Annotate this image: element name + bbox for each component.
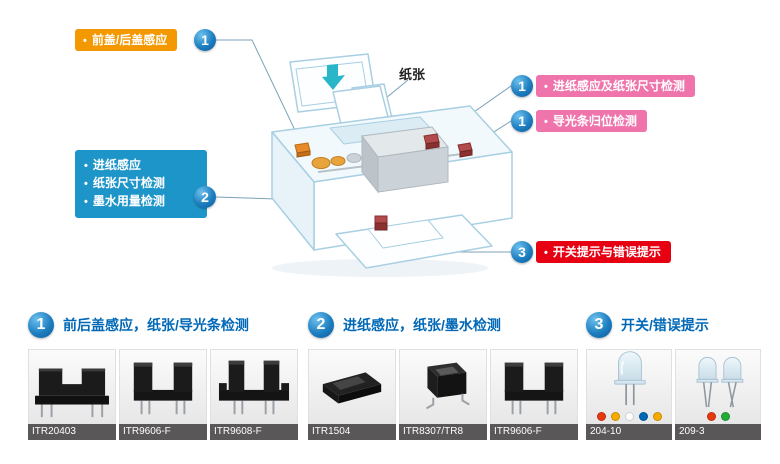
badge-paper-feed: 1: [511, 75, 533, 97]
printer-shadow: [272, 259, 488, 277]
product-card: ITR9606-F: [119, 349, 207, 440]
group-switch-error-led: 3 开关/错误提示: [586, 312, 761, 440]
switch-error-sensor: [374, 215, 388, 231]
badge-front-cover: 1: [194, 29, 216, 51]
product-photo: [119, 349, 207, 424]
group-title: 进纸感应，纸张/墨水检测: [343, 317, 501, 333]
reflective-sensor-image: [322, 372, 382, 404]
product-part-number: 204-10: [586, 424, 672, 440]
product-card: 209-3: [675, 349, 761, 440]
led-color-dot: [720, 412, 730, 421]
front-cover-sensor: [294, 142, 311, 158]
product-part-number: ITR9606-F: [490, 424, 578, 440]
led-color-dot: [706, 412, 716, 421]
led-color-dot: [624, 412, 634, 421]
group-feed-paper-ink: 2 进纸感应，纸张/墨水检测 ITR1504: [308, 312, 578, 440]
led-color-dot: [610, 412, 620, 421]
badge-switch-error: 3: [511, 241, 533, 263]
product-photo: [308, 349, 396, 424]
light-guide-sensor: [457, 142, 473, 158]
callout-front-back-cover: 前盖/后盖感应: [75, 29, 178, 51]
printer-carriage: [317, 126, 463, 194]
feed-rollers: [311, 153, 362, 169]
callout-paper-feed-detect: 进纸感应及纸张尺寸检测: [536, 75, 695, 97]
product-photo: [490, 349, 578, 424]
led-lamp-image: [614, 351, 646, 406]
printer-illustration: [215, 39, 513, 277]
led-color-options: [587, 412, 671, 421]
product-card: ITR9606-F: [490, 349, 578, 440]
reflective-sensor-image: [425, 362, 470, 410]
callout-feed-ink-box: 进纸感应 纸张尺寸检测 墨水用量检测: [75, 150, 207, 218]
paper-feed-arrow-icon: [322, 64, 345, 90]
group-badge: 1: [28, 312, 54, 338]
product-card: ITR1504: [308, 349, 396, 440]
group-title: 开关/错误提示: [621, 317, 709, 333]
product-photo: [675, 349, 761, 424]
product-card: 204-10: [586, 349, 672, 440]
product-photo: [210, 349, 298, 424]
product-part-number: ITR9606-F: [119, 424, 207, 440]
sensor-markers: [294, 133, 473, 231]
callout-light-guide-detect: 导光条归位检测: [536, 110, 647, 132]
slot-interrupter-image: [35, 368, 109, 418]
product-card: ITR9608-F: [210, 349, 298, 440]
paper-feed-sensor: [423, 133, 440, 150]
led-color-dot: [596, 412, 606, 421]
product-part-number: ITR8307/TR8: [399, 424, 487, 440]
product-part-number: ITR20403: [28, 424, 116, 440]
group-badge: 2: [308, 312, 334, 338]
product-photo: [586, 349, 672, 424]
info-item: 墨水用量检测: [84, 193, 198, 211]
slot-interrupter-image: [504, 362, 564, 415]
product-card: ITR20403: [28, 349, 116, 440]
group-badge: 3: [586, 312, 612, 338]
printer-left-face: [271, 131, 315, 251]
printer-application-diagram: 前盖/后盖感应 1 纸张 1 进纸感应及纸张尺寸检测 1 导光条归位检测 进纸感…: [0, 0, 780, 300]
info-item: 纸张尺寸检测: [84, 175, 198, 193]
group-cover-paper-lightguide: 1 前后盖感应，纸张/导光条检测 ITR20403: [28, 312, 298, 440]
slot-interrupter-image: [133, 362, 193, 415]
product-part-number: ITR1504: [308, 424, 396, 440]
badge-light-guide: 1: [511, 110, 533, 132]
led-color-dot: [638, 412, 648, 421]
callout-switch-error: 开关提示与错误提示: [536, 241, 671, 263]
paper-label: 纸张: [399, 67, 426, 82]
info-item: 进纸感应: [84, 157, 198, 175]
product-part-number: 209-3: [675, 424, 761, 440]
product-part-number: ITR9608-F: [210, 424, 298, 440]
product-groups: 1 前后盖感应，纸张/导光条检测 ITR20403: [0, 300, 780, 464]
led-color-options: [676, 412, 760, 421]
led-color-dot: [652, 412, 662, 421]
badge-feed-ink: 2: [194, 186, 216, 208]
product-photo: [28, 349, 116, 424]
group-title: 前后盖感应，纸张/导光条检测: [63, 317, 249, 333]
product-photo: [399, 349, 487, 424]
product-card: ITR8307/TR8: [399, 349, 487, 440]
slot-interrupter-image: [218, 360, 290, 415]
led-lamp-image: [696, 356, 744, 408]
